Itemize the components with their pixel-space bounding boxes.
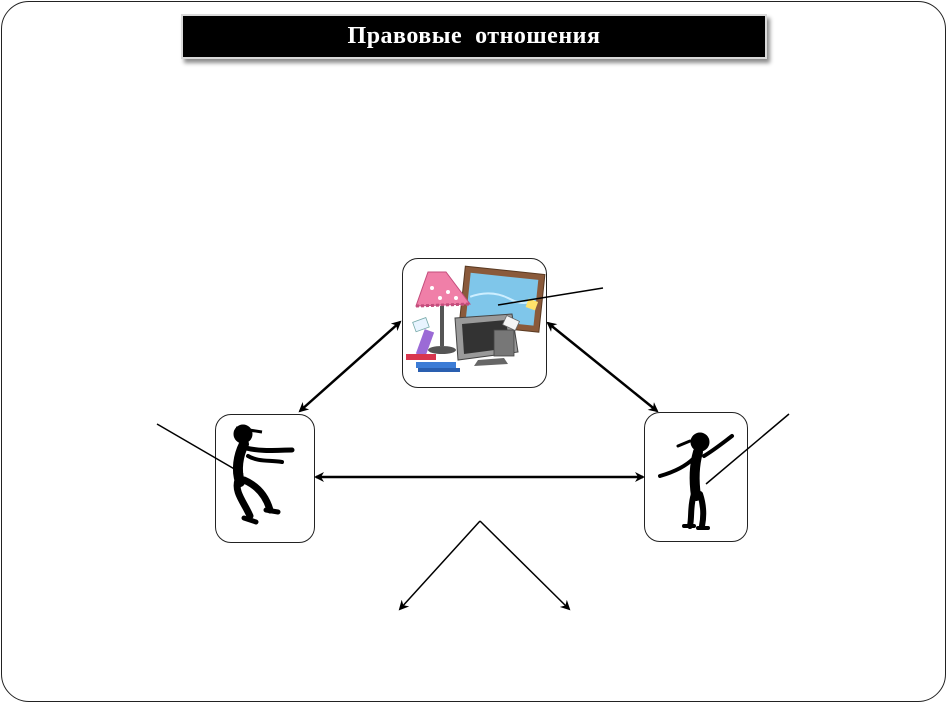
person-silhouette-icon — [658, 432, 734, 530]
subject-left-node — [215, 414, 315, 543]
title-banner: Правовые отношения — [181, 14, 767, 59]
callout-line-right — [705, 413, 790, 485]
slide-title: Правовые отношения — [347, 23, 601, 49]
relation-arrow-left-object — [298, 320, 402, 413]
branch-arrow-left — [398, 520, 481, 611]
callout-line-left — [156, 423, 244, 475]
branch-arrow-right — [479, 520, 571, 611]
household-items-icon — [406, 265, 546, 372]
relation-arrow-object-right — [546, 321, 659, 413]
person-silhouette-icon — [232, 424, 295, 525]
callout-line-object — [497, 287, 604, 306]
